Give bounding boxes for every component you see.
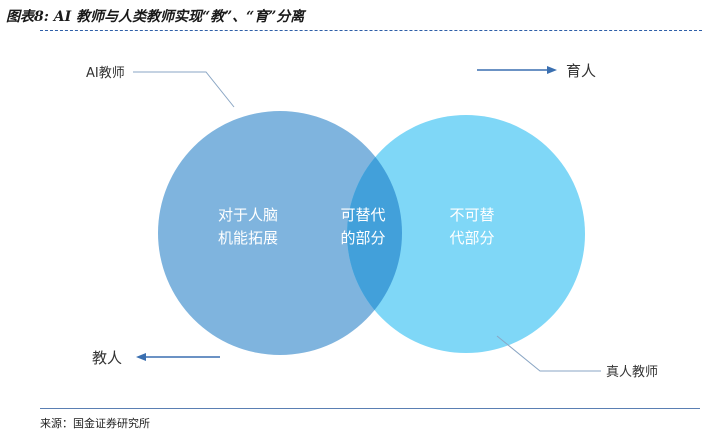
human-teacher-leader-line <box>496 335 601 372</box>
teach-label: 教人 <box>92 349 122 367</box>
title-divider <box>40 30 702 31</box>
left-arrow <box>136 353 220 361</box>
right-arrow <box>477 66 557 74</box>
left-region-line-1: 对于人脑 <box>218 206 278 224</box>
right-region-line-1: 不可替 <box>449 206 494 224</box>
ai-teacher-label: AI教师 <box>86 65 125 81</box>
nurture-label: 育人 <box>566 62 596 80</box>
human-teacher-label: 真人教师 <box>606 364 658 380</box>
overlap-region-line-1: 可替代 <box>340 206 385 224</box>
human-teacher-circle <box>347 115 585 353</box>
left-region-line-2: 机能拓展 <box>218 229 278 247</box>
figure-title: 图表8: AI 教师与人类教师实现“教”、“育”分离 <box>6 9 305 25</box>
source-divider <box>40 408 700 409</box>
overlap-region-line-2: 的部分 <box>340 229 385 247</box>
source-note: 来源：国金证券研究所 <box>40 417 150 430</box>
ai-teacher-circle <box>158 111 402 355</box>
right-region-line-2: 代部分 <box>449 229 494 247</box>
ai-teacher-leader-line <box>133 71 235 108</box>
